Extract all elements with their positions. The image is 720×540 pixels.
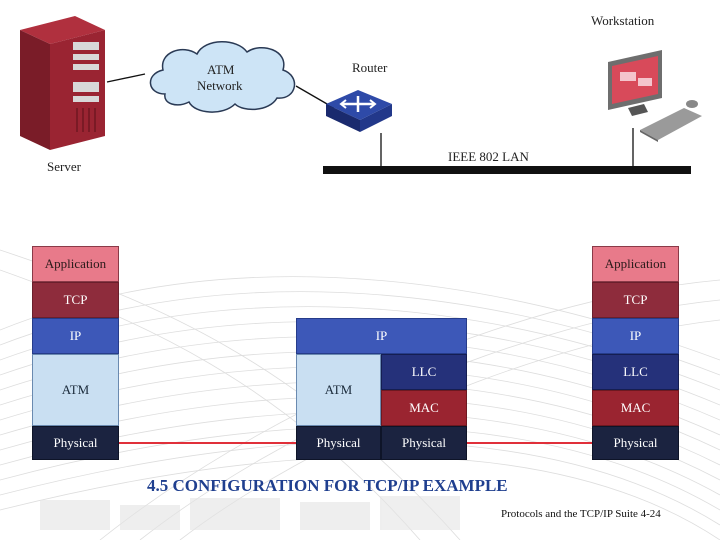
middle-physical-right-layer: Physical [381,426,467,460]
workstation-label: Workstation [591,13,655,28]
left-ip-layer: IP [32,318,119,354]
lan-bus [323,166,691,174]
router-icon [326,90,392,132]
slide-footer: Protocols and the TCP/IP Suite 4-24 [501,508,661,520]
right-mac-layer: MAC [592,390,679,426]
server-icon [20,16,105,150]
left-tcp-layer: TCP [32,282,119,318]
right-llc-layer: LLC [592,354,679,390]
physical-link-right [467,442,593,444]
middle-mac-layer: MAC [381,390,467,426]
slide-caption: 4.5 CONFIGURATION FOR TCP/IP EXAMPLE [147,476,508,495]
left-application-layer: Application [32,246,119,282]
server-label: Server [47,159,81,174]
right-physical-layer: Physical [592,426,679,460]
middle-llc-layer: LLC [381,354,467,390]
atm-network-cloud [149,41,296,113]
middle-ip-layer: IP [296,318,467,354]
physical-link-left [119,442,296,444]
router-label: Router [352,60,388,75]
lan-label: IEEE 802 LAN [448,149,529,164]
right-tcp-layer: TCP [592,282,679,318]
middle-physical-left-layer: Physical [296,426,381,460]
left-atm-layer: ATM [32,354,119,426]
atm-network-label-line2: Network [197,78,243,93]
left-physical-layer: Physical [32,426,119,460]
right-ip-layer: IP [592,318,679,354]
right-application-layer: Application [592,246,679,282]
workstation-icon [608,50,702,142]
middle-atm-layer: ATM [296,354,381,426]
atm-network-label-line1: ATM [207,62,235,77]
